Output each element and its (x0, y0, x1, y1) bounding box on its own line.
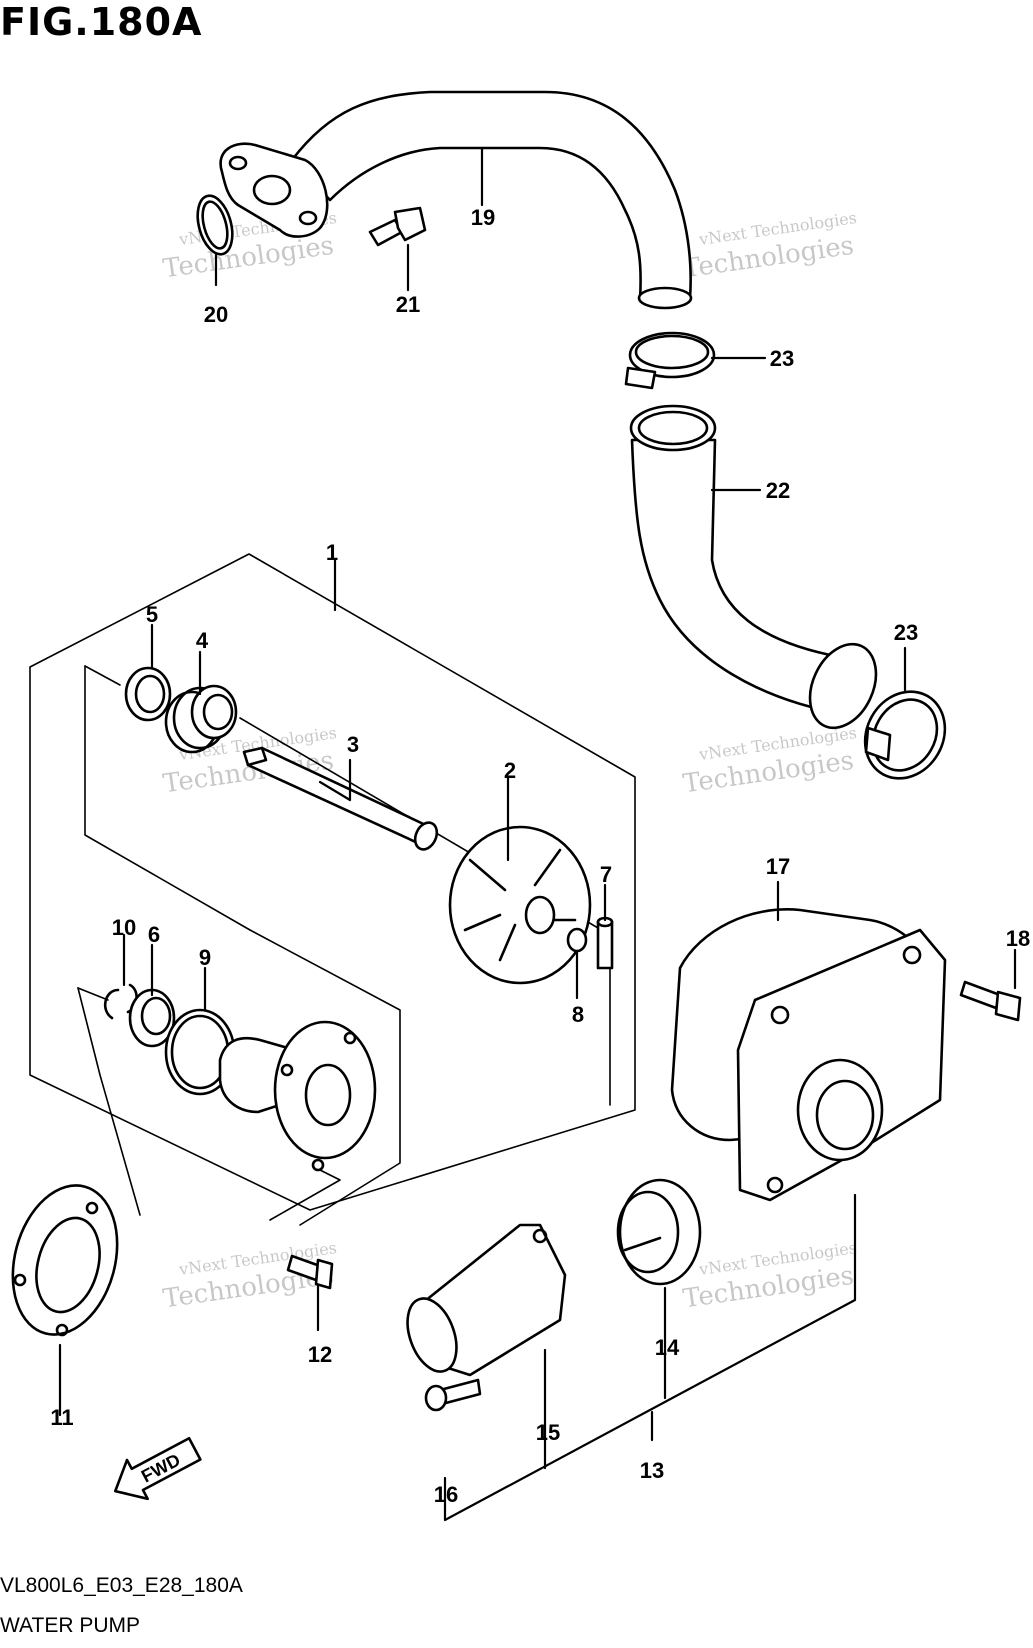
callout-12: 12 (308, 1342, 332, 1367)
callout-10: 10 (112, 915, 136, 940)
pump-housing (218, 1020, 377, 1172)
callout-4: 4 (196, 628, 209, 653)
dowel-pin-7 (596, 916, 614, 970)
callout-22: 22 (766, 478, 790, 503)
o-ring-8 (566, 927, 588, 953)
bolt-21 (368, 206, 427, 247)
coolant-pipe-19 (219, 90, 693, 310)
callout-6: 6 (148, 922, 160, 947)
watermark: vNext Technologies Technologies (681, 208, 858, 284)
callout-17: 17 (766, 854, 790, 879)
callout-18: 18 (1006, 926, 1030, 951)
bolt-16 (424, 1378, 482, 1412)
callout-11: 11 (50, 1405, 73, 1430)
callout-5: 5 (146, 602, 158, 627)
coolant-hose-22 (629, 404, 878, 730)
callout-23-upper: 23 (770, 346, 794, 371)
o-ring-20 (196, 194, 234, 256)
gasket-11 (11, 1184, 119, 1337)
oil-seal-5 (124, 666, 172, 722)
diagram-code: VL800L6_E03_E28_180A (0, 1574, 243, 1597)
impeller-2 (448, 825, 592, 985)
callout-2: 2 (504, 758, 516, 783)
forward-direction-arrow: FWD (113, 1436, 202, 1501)
hose-clamp-23-upper (624, 331, 716, 390)
callout-19: 19 (471, 205, 495, 230)
callout-7: 7 (600, 862, 612, 887)
bolt-18 (959, 980, 1022, 1022)
assembly-frame (29, 553, 636, 1226)
callout-13: 13 (640, 1458, 664, 1483)
callout-9: 9 (199, 945, 211, 970)
thermostat-14 (616, 1178, 702, 1286)
callout-20: 20 (204, 302, 228, 327)
pump-cover (736, 928, 947, 1202)
bolt-12 (286, 1254, 334, 1290)
callout-1: 1 (326, 540, 338, 565)
callout-15: 15 (536, 1420, 560, 1445)
callout-8: 8 (572, 1002, 584, 1027)
figure-title: FIG.180A (0, 0, 203, 44)
callout-16: 16 (434, 1482, 458, 1507)
callout-labels: 1 2 3 4 5 6 7 8 9 10 11 12 13 14 15 16 1… (50, 205, 1030, 1507)
thermostat-cover-15 (406, 1223, 567, 1377)
pump-shaft-3 (242, 746, 439, 851)
leader-lines (58, 146, 1017, 1522)
diagram-caption: WATER PUMP (0, 1614, 140, 1637)
callout-14: 14 (655, 1335, 680, 1360)
mechanical-seal-4 (164, 684, 238, 754)
callout-21: 21 (396, 292, 420, 317)
watermark: vNext Technologies Technologies (681, 1238, 858, 1314)
callout-3: 3 (347, 732, 359, 757)
callout-23-lower: 23 (894, 620, 918, 645)
hose-clamp-23-lower (863, 690, 947, 780)
watermark: vNext Technologies Technologies (681, 723, 858, 799)
